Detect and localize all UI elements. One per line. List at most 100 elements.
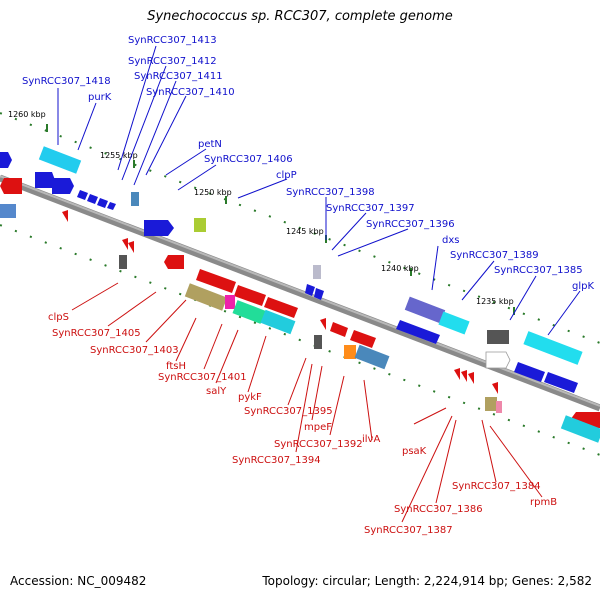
gene-block[interactable] <box>194 218 206 232</box>
gene-arrow[interactable] <box>128 241 134 253</box>
gene-arrow[interactable] <box>468 372 474 384</box>
gene-arrow[interactable] <box>485 351 511 369</box>
gene-block[interactable] <box>344 345 356 359</box>
gene-label[interactable]: SynRCC307_1418 <box>22 76 111 87</box>
gene-arrow[interactable] <box>144 220 174 236</box>
accession-text: Accession: NC_009482 <box>10 574 147 588</box>
gene-arrow[interactable] <box>544 372 578 393</box>
gene-label[interactable]: petN <box>198 139 222 150</box>
scale-ticks: 1260 kbp 1255 kbp 1250 kbp 1245 kbp 1240… <box>8 110 515 315</box>
gene-block[interactable] <box>260 309 296 335</box>
gene-block[interactable] <box>487 330 509 344</box>
topology-summary: Topology: circular; Length: 2,224,914 bp… <box>262 574 592 588</box>
forward-strand-genes <box>0 146 583 393</box>
gene-label[interactable]: SynRCC307_1410 <box>146 87 235 98</box>
gene-block[interactable] <box>119 255 127 269</box>
gene-label[interactable]: SynRCC307_1411 <box>134 71 223 82</box>
gene-label[interactable]: salY <box>206 386 227 397</box>
gene-block[interactable] <box>232 300 266 324</box>
scale-tick-label: 1260 kbp <box>8 110 46 119</box>
gene-arrow[interactable] <box>514 362 545 382</box>
scale-tick-label: 1235 kbp <box>476 297 514 306</box>
gene-label[interactable]: SynRCC307_1384 <box>452 481 541 492</box>
gene-label[interactable]: clpP <box>276 170 297 181</box>
gene-block[interactable] <box>485 397 497 411</box>
gene-label[interactable]: ftsH <box>166 361 186 372</box>
gene-arrow[interactable] <box>396 320 440 344</box>
genome-backbone-highlight <box>0 175 600 407</box>
forward-labels <box>57 45 581 336</box>
gene-block[interactable] <box>438 311 470 335</box>
track-guides <box>0 112 600 456</box>
gene-block[interactable] <box>354 344 390 370</box>
gene-arrow[interactable] <box>35 172 55 188</box>
scale-tick-label: 1240 kbp <box>381 264 419 273</box>
gene-block[interactable] <box>38 146 82 174</box>
gene-arrow[interactable] <box>164 255 184 269</box>
gene-block[interactable] <box>184 283 228 311</box>
scale-tick-label: 1250 kbp <box>194 188 232 197</box>
gene-block[interactable] <box>404 296 446 324</box>
gene-arrow[interactable] <box>62 210 68 222</box>
gene-label[interactable]: SynRCC307_1405 <box>52 328 141 339</box>
gene-label[interactable]: SynRCC307_1394 <box>232 455 321 466</box>
gene-label[interactable]: SynRCC307_1385 <box>494 265 583 276</box>
gene-arrow[interactable] <box>0 152 12 168</box>
gene-arrow[interactable] <box>492 382 498 394</box>
gene-label[interactable]: clpS <box>48 312 69 323</box>
gene-label[interactable]: SynRCC307_1386 <box>394 504 483 515</box>
gene-label[interactable]: ilvA <box>362 434 380 445</box>
gene-arrow[interactable] <box>305 284 315 296</box>
gene-label[interactable]: purK <box>88 92 112 103</box>
gene-arrow[interactable] <box>0 178 22 194</box>
gene-label[interactable]: mpeF <box>304 422 332 433</box>
gene-block[interactable] <box>0 204 16 218</box>
gene-label[interactable]: dxs <box>442 235 459 246</box>
gene-arrow[interactable] <box>234 285 266 306</box>
gene-arrow[interactable] <box>264 297 298 318</box>
gene-block[interactable] <box>313 265 321 279</box>
gene-label[interactable]: SynRCC307_1389 <box>450 250 539 261</box>
gene-label[interactable]: psaK <box>402 446 427 457</box>
gene-arrow[interactable] <box>320 318 326 330</box>
gene-arrow[interactable] <box>87 194 98 204</box>
gene-block[interactable] <box>314 335 322 349</box>
gene-block[interactable] <box>523 331 583 365</box>
gene-label[interactable]: SynRCC307_1406 <box>204 154 293 165</box>
gene-arrow[interactable] <box>196 269 236 293</box>
gene-label[interactable]: SynRCC307_1398 <box>286 187 375 198</box>
gene-arrow[interactable] <box>52 178 74 194</box>
scale-tick-label: 1245 kbp <box>286 227 324 236</box>
gene-label[interactable]: glpK <box>572 281 594 292</box>
gene-label[interactable]: SynRCC307_1396 <box>366 219 455 230</box>
gene-block[interactable] <box>225 295 235 309</box>
gene-label[interactable]: SynRCC307_1412 <box>128 56 217 67</box>
gene-label[interactable]: SynRCC307_1403 <box>90 345 179 356</box>
gene-block[interactable] <box>496 401 502 413</box>
gene-arrow[interactable] <box>461 370 467 382</box>
gene-arrow[interactable] <box>77 190 88 200</box>
gene-label[interactable]: rpmB <box>530 497 557 508</box>
gene-arrow[interactable] <box>454 368 460 380</box>
gene-arrow[interactable] <box>97 198 108 208</box>
gene-label[interactable]: SynRCC307_1387 <box>364 525 453 536</box>
gene-label[interactable]: SynRCC307_1397 <box>326 203 415 214</box>
reverse-labels <box>71 282 543 523</box>
gene-block[interactable] <box>560 415 600 443</box>
forward-label-texts: SynRCC307_1413 SynRCC307_1418 SynRCC307_… <box>22 35 594 292</box>
gene-label[interactable]: SynRCC307_1413 <box>128 35 217 46</box>
map-title: Synechococcus sp. RCC307, complete genom… <box>147 9 453 24</box>
gene-block[interactable] <box>131 192 139 206</box>
gene-label[interactable]: SynRCC307_1392 <box>274 439 363 450</box>
gene-label[interactable]: pykF <box>238 392 262 403</box>
gene-label[interactable]: SynRCC307_1395 <box>244 406 333 417</box>
gene-arrow[interactable] <box>122 238 128 250</box>
reverse-strand-genes <box>0 178 600 443</box>
gene-label[interactable]: SynRCC307_1401 <box>158 372 247 383</box>
gene-arrow[interactable] <box>107 202 116 210</box>
gene-arrow[interactable] <box>314 288 324 300</box>
gene-arrow[interactable] <box>330 322 348 337</box>
gene-arrow[interactable] <box>350 330 376 348</box>
